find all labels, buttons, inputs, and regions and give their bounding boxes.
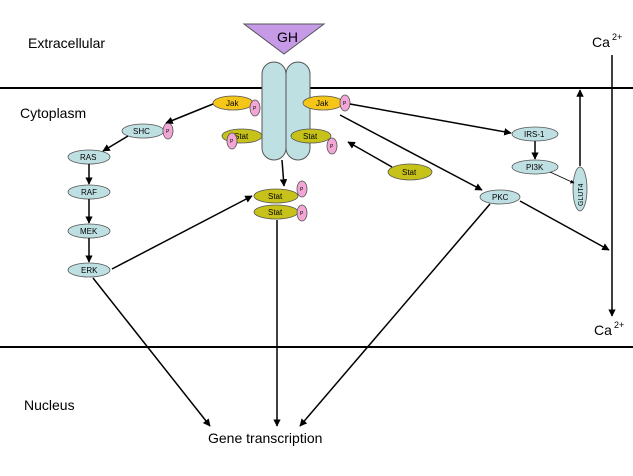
stat-right: Stat P <box>290 128 338 155</box>
svg-text:Jak: Jak <box>226 99 239 108</box>
arrow-stat-dimer <box>279 159 288 187</box>
svg-text:P: P <box>343 101 347 107</box>
calcium-bottom-label: Ca 2+ <box>594 320 624 338</box>
svg-text:PI3K: PI3K <box>526 163 544 172</box>
region-nucleus: Nucleus <box>24 397 75 413</box>
region-extracellular: Extracellular <box>28 35 105 51</box>
svg-text:Stat: Stat <box>268 192 283 201</box>
svg-text:Stat: Stat <box>234 132 249 141</box>
region-cytoplasm: Cytoplasm <box>20 105 86 121</box>
svg-text:PKC: PKC <box>492 193 509 202</box>
arrow-pi3k-glut4 <box>549 171 575 184</box>
node-irs1: IRS-1 <box>511 126 559 142</box>
stat-dimer: Stat P Stat P <box>253 180 308 222</box>
pathway-arrows <box>85 55 616 427</box>
arrow-jak-irs1 <box>349 103 512 136</box>
node-pi3k: PI3K <box>511 159 559 175</box>
arrow-jak-shc <box>165 103 214 124</box>
node-pkc: PKC <box>479 189 521 205</box>
svg-text:2+: 2+ <box>612 32 622 42</box>
svg-text:Stat: Stat <box>303 132 318 141</box>
svg-text:P: P <box>300 211 304 217</box>
gh-label: GH <box>277 29 298 45</box>
gene-transcription-label: Gene transcription <box>208 430 322 446</box>
svg-text:P: P <box>230 139 234 145</box>
svg-text:Ca: Ca <box>592 34 610 50</box>
node-ras: RAS <box>67 149 111 165</box>
svg-text:IRS-1: IRS-1 <box>524 130 545 139</box>
node-raf: RAF <box>67 184 111 200</box>
svg-text:RAS: RAS <box>80 153 96 162</box>
svg-text:GLUT4: GLUT4 <box>578 183 585 206</box>
jak-right: Jak P <box>302 94 351 112</box>
svg-text:P: P <box>253 106 257 112</box>
calcium-top-label: Ca 2+ <box>592 32 622 50</box>
arrow-jak-pkc <box>339 114 483 191</box>
svg-text:MEK: MEK <box>80 227 98 236</box>
node-erk: ERK <box>67 262 111 278</box>
arrow-pkc-ca <box>519 200 610 251</box>
node-mek: MEK <box>67 223 111 239</box>
arrow-statfree-stat <box>347 141 393 168</box>
svg-text:SHC: SHC <box>133 127 150 136</box>
svg-text:Jak: Jak <box>316 99 329 108</box>
arrow-pkc-gene <box>299 203 491 427</box>
svg-text:P: P <box>300 187 304 193</box>
svg-text:Stat: Stat <box>268 208 283 217</box>
svg-text:RAF: RAF <box>81 188 97 197</box>
svg-text:2+: 2+ <box>614 320 624 330</box>
arrow-shc-ras <box>102 135 129 152</box>
svg-text:ERK: ERK <box>81 266 98 275</box>
svg-text:P: P <box>166 129 170 135</box>
svg-text:Stat: Stat <box>402 168 417 177</box>
svg-text:P: P <box>330 144 334 150</box>
arrow-erk-gene <box>92 277 211 427</box>
node-glut4: GLUT4 <box>572 166 588 212</box>
node-shc: SHC P <box>121 122 174 140</box>
arrow-erk-stat <box>111 195 253 270</box>
jak-left: Jak P <box>212 95 261 117</box>
svg-text:Ca: Ca <box>594 322 612 338</box>
gh-ligand <box>242 23 326 55</box>
stat-free: Stat <box>387 163 433 181</box>
gh-receptor <box>261 61 311 161</box>
stat-left: Stat P <box>221 128 263 150</box>
